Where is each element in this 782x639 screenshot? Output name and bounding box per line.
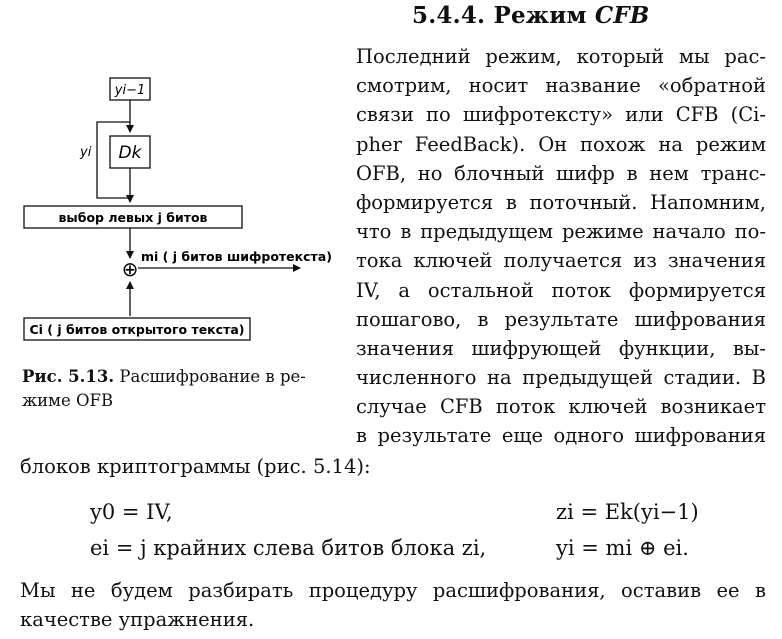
caption-line-2: жиме OFB	[22, 391, 114, 410]
paragraph-line: IV, а остальной поток формируется	[356, 278, 766, 302]
formula-ei: ei = j крайних слева битов блока zi,	[90, 536, 487, 560]
paragraph-line: OFB, но блочный шифр в нем транс-	[356, 161, 766, 185]
section-heading: 5.4.4. Режим CFB	[412, 2, 650, 29]
caption-line-1: Расшифрование в ре-	[119, 367, 306, 386]
paragraph-line: pher FeedBack). Он похож на режим	[356, 132, 766, 156]
formula-block: y0 = IV, zi = Ek(yi−1) ei = j крайних сл…	[0, 488, 782, 568]
select-bits-box	[23, 205, 243, 229]
paragraph-line: Последний режим, который мы рас-	[356, 45, 766, 68]
paragraph-line: формируется в поточный. Напомним,	[356, 190, 766, 214]
section-number: 5.4.4.	[412, 2, 486, 29]
formula-zi: zi = Ek(yi−1)	[556, 500, 699, 524]
paragraph-3-line-2: качестве упражнения.	[20, 608, 255, 632]
paragraph-line: связи по шифротексту» или CFB (Ci-	[356, 103, 766, 127]
paragraph-line: значения шифрующей функции, вы-	[356, 336, 766, 360]
select-bits-label: выбор левых j битов	[59, 210, 208, 225]
formula-y0: y0 = IV,	[90, 500, 173, 524]
paragraph-3: Мы не будем разбирать процедуру расшифро…	[20, 576, 766, 634]
paragraph-3-line-1: Мы не будем разбирать процедуру расшифро…	[20, 579, 766, 602]
paragraph-line: случае CFB поток ключей возникает	[356, 395, 766, 419]
xor-symbol: ⊕	[122, 257, 139, 281]
figure-caption: Рис. 5.13. Расшифрование в ре- жиме OFB	[22, 365, 337, 413]
paragraph-line: численного на предыдущей стадии. В	[356, 366, 766, 390]
feedback-label: yi	[79, 145, 92, 160]
input-box	[23, 317, 251, 341]
previous-y-label: yi−1	[114, 83, 145, 98]
paragraph-line: тока ключей получается из значения	[356, 249, 766, 273]
input-label: Ci ( j битов открытого текста)	[30, 322, 245, 337]
feedback-line	[96, 121, 130, 199]
caption-label: Рис. 5.13.	[22, 367, 115, 386]
paragraph-line: в результате еще одного шифрования	[356, 424, 766, 448]
paragraph-line: пошагово, в результате шифрования	[356, 307, 766, 331]
cipher-label: Dk	[119, 143, 143, 163]
cfb-decryption-diagram: yi−1 Dk yi выбор левых j битов ⊕ mi ( j …	[23, 77, 332, 341]
output-label: mi ( j битов шифротекста)	[141, 249, 332, 264]
paragraph-line: смотрим, носит название «обратной	[356, 74, 766, 98]
paragraph-1: Последний режим, который мы рас- смотрим…	[356, 42, 766, 451]
section-title-word: Режим	[493, 2, 587, 29]
formula-yi: yi = mi ⊕ ei.	[556, 536, 689, 560]
paragraph-line: что в предыдущем режиме начало по-	[356, 220, 766, 244]
paragraph-2: блоков криптограммы (рис. 5.14):	[20, 455, 371, 478]
section-title-mode: CFB	[594, 2, 650, 29]
